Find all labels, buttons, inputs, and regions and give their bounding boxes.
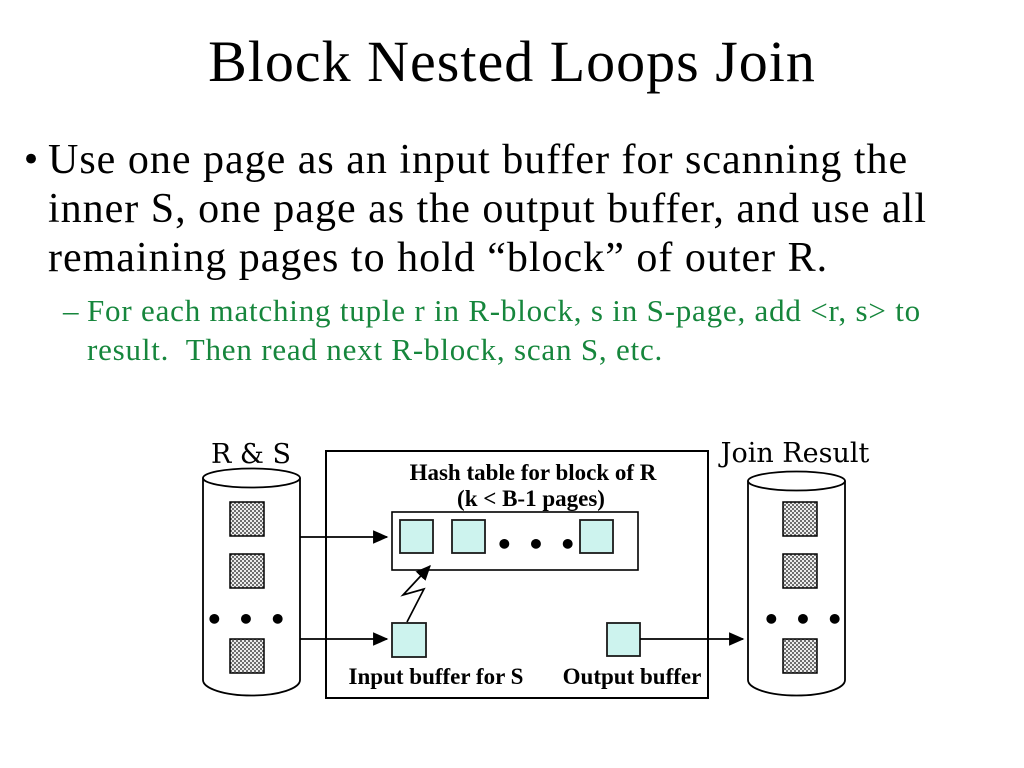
cylinder-top [202,467,301,489]
rs-disk-label: R & S [211,439,291,470]
hash-page [399,519,434,554]
bnl-join-diagram: R & S Join Result • • • • • • Hash table… [202,438,870,699]
bullet-item: • Use one page as an input buffer for sc… [21,136,971,283]
hash-table-subtitle: (k < B-1 pages) [457,486,605,511]
stored-page [229,501,265,537]
bullet-text: Use one page as an input buffer for scan… [48,137,927,281]
hash-page [451,519,486,554]
rs-disk-cylinder: • • • [202,467,301,697]
sub-bullet-text: For each matching tuple r in R-block, s … [87,293,930,367]
bullet-marker: • [21,140,42,180]
ellipsis-dots: • • • [762,603,845,636]
input-buffer-page [391,622,427,658]
sub-bullet-marker: – [63,293,79,328]
ellipsis-dots: • • • [495,528,578,561]
cylinder-top [747,470,846,492]
slide-title: Block Nested Loops Join [208,29,816,94]
buffer-pool-box [325,450,709,699]
output-buffer-label: Output buffer [563,664,702,689]
input-buffer-label: Input buffer for S [349,664,524,689]
output-buffer-page [606,622,641,657]
hash-page [579,519,614,554]
hash-table-title: Hash table for block of R [410,460,657,485]
join-result-label: Join Result [718,438,870,469]
ellipsis-dots: • • • [205,603,288,636]
stored-page [782,553,818,589]
stored-page [782,638,818,674]
sub-bullet-item: – For each matching tuple r in R-block, … [63,291,957,369]
stored-page [782,501,818,537]
hash-table-pages: • • • [399,519,614,561]
join-result-cylinder: • • • [747,470,846,697]
stored-page [229,638,265,674]
stored-page [229,553,265,589]
arrow-input-to-hash-zigzag [400,565,431,623]
